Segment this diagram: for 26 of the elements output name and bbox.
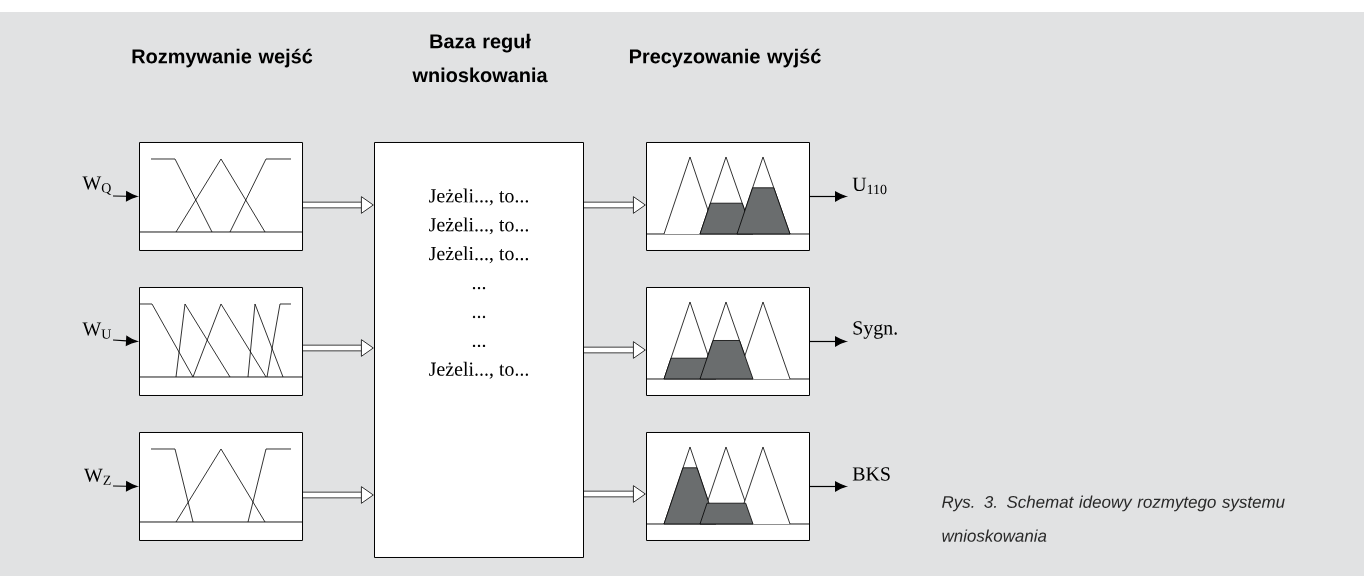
arrow (809, 191, 847, 202)
arrow (809, 481, 847, 492)
column-heading: Baza reguł wnioskowania (412, 33, 548, 83)
caption: Rys. 3. Schemat ideowy rozmytego systemu wnioskowania (942, 495, 1285, 542)
arrow (112, 335, 138, 346)
fuzzy-set-box (139, 142, 303, 251)
input-label: W$_{U}$ (82, 322, 112, 339)
hollow-arrow (584, 485, 646, 503)
rule-base-box: Jeżeli..., to... Jeżeli..., to... Jeżeli..., to... ... ... ... Jeżeli..., to... (374, 142, 584, 558)
column-heading: Rozmywanie wejść (132, 48, 313, 68)
output-label: Sygn. (853, 321, 897, 339)
input-label: W$_{Z}$ (84, 468, 111, 485)
hollow-arrow (303, 196, 374, 214)
column-heading: Precyzowanie wyjść (630, 48, 821, 68)
output-label: U$_{110}$ (852, 177, 887, 195)
input-label: W$_{Q}$ (82, 176, 112, 195)
hollow-arrow (303, 339, 374, 357)
hollow-arrow (584, 341, 646, 359)
arrow (112, 191, 138, 202)
arrow (809, 336, 847, 347)
hollow-arrow (303, 486, 374, 504)
output-label: BKS (852, 467, 890, 481)
hollow-arrow (584, 196, 646, 214)
fuzzy-set-box (139, 287, 303, 396)
fuzzy-set-box (139, 432, 303, 541)
arrow (112, 481, 138, 492)
